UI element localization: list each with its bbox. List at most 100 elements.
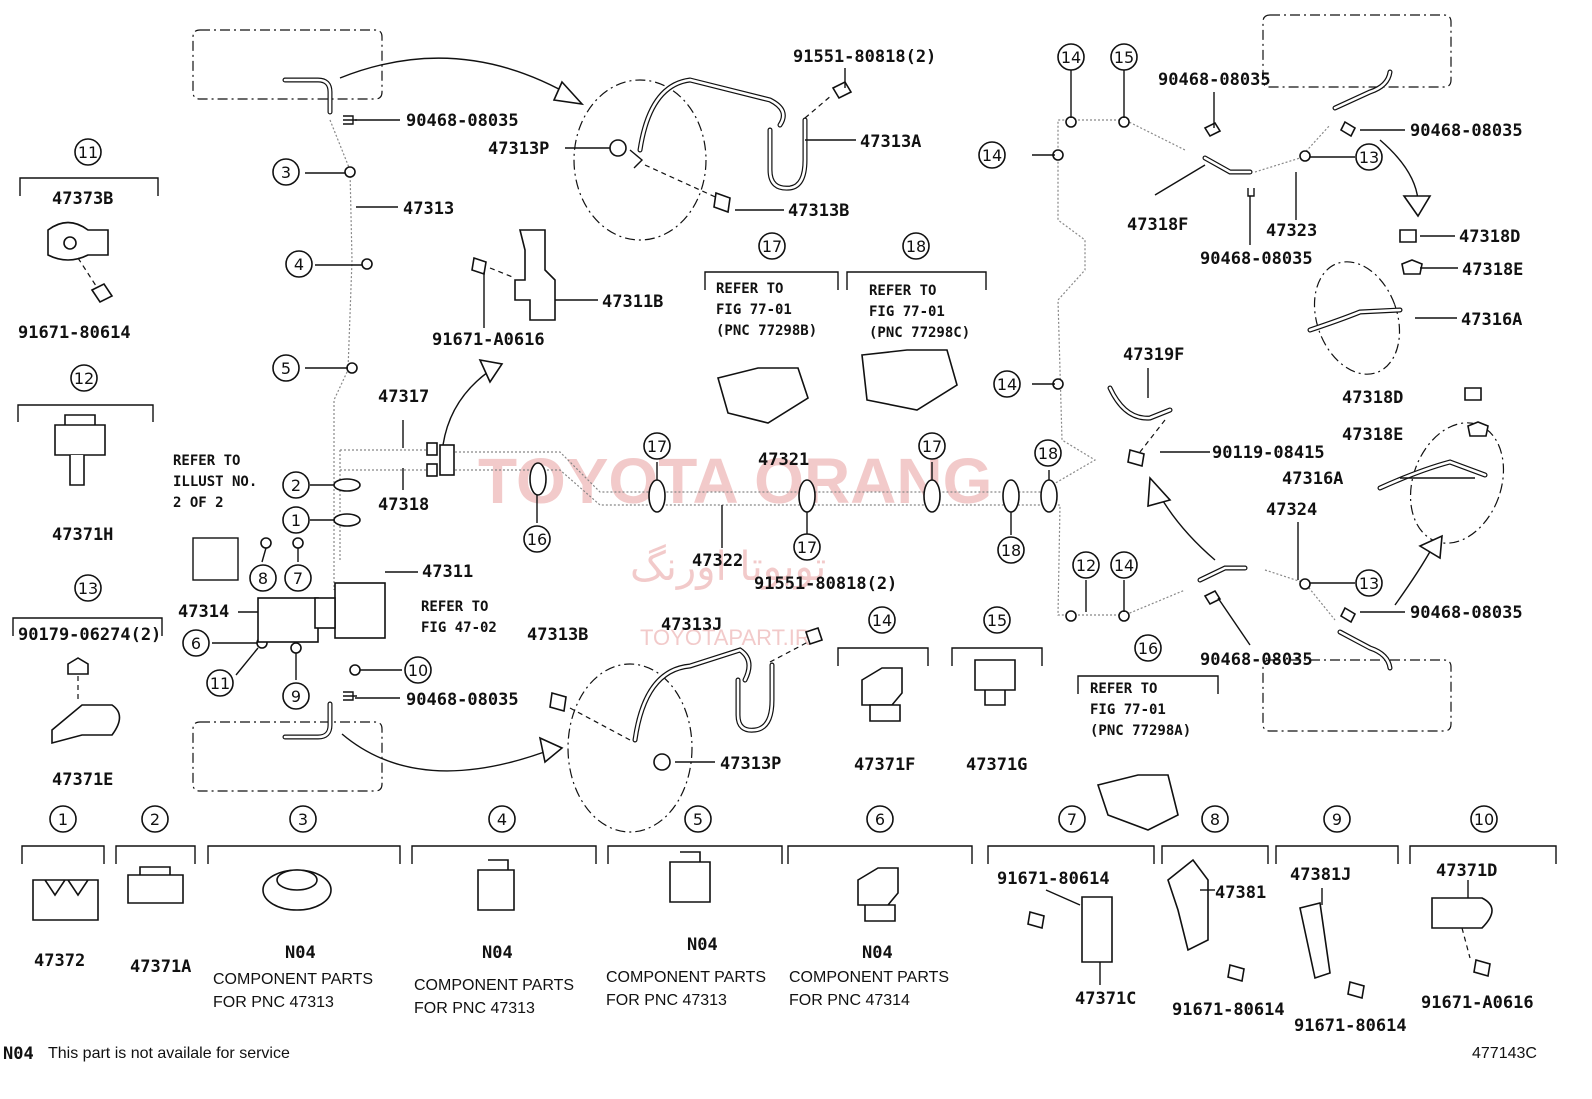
callout-13-bottom-right: 13 bbox=[1355, 569, 1383, 597]
label-91671-80614-9: 91671-80614 bbox=[1294, 1016, 1407, 1036]
label-47314: 47314 bbox=[178, 602, 229, 622]
label-47371D: 47371D bbox=[1436, 861, 1497, 881]
label-47318F: 47318F bbox=[1127, 215, 1188, 235]
label-47318D-lower: 47318D bbox=[1342, 388, 1403, 408]
note-refer-77298C: REFER TO bbox=[869, 283, 936, 299]
footer-code: N04 bbox=[3, 1044, 34, 1064]
label-N04-4: N04 bbox=[482, 943, 513, 963]
label-47313A: 47313A bbox=[860, 132, 921, 152]
svg-text:15: 15 bbox=[987, 611, 1007, 630]
clip-node bbox=[346, 362, 358, 374]
callout-15-header: 15 bbox=[983, 606, 1011, 634]
bolt-91551-lower bbox=[804, 626, 824, 646]
banjo-fitting bbox=[629, 149, 644, 169]
clip-90468-r2 bbox=[1247, 188, 1255, 197]
arrow-top bbox=[339, 57, 576, 99]
callout-9: 9 bbox=[282, 682, 310, 710]
label-47373B: 47373B bbox=[52, 189, 113, 209]
note-refer-77298A: REFER TO bbox=[1090, 681, 1157, 697]
block-47314 bbox=[257, 597, 319, 643]
callout-4-bottom: 4 bbox=[488, 805, 516, 833]
label-91671-A0616-10: 91671-A0616 bbox=[1421, 993, 1534, 1013]
label-47371F: 47371F bbox=[854, 755, 915, 775]
clip-node bbox=[349, 664, 361, 676]
label-90179-06274: 90179-06274(2) bbox=[18, 625, 161, 645]
caption-6-line2: FOR PNC 47314 bbox=[789, 992, 910, 1009]
callout-12-bottom: 12 bbox=[1072, 551, 1100, 579]
line-47322 bbox=[455, 469, 1070, 616]
detail-frame-bottom-right bbox=[1262, 659, 1452, 732]
label-N04-3: N04 bbox=[285, 943, 316, 963]
caption-3-line2: FOR PNC 47313 bbox=[213, 994, 334, 1011]
note-pnc-77298C: (PNC 77298C) bbox=[869, 325, 970, 341]
group-brackets bbox=[12, 177, 1557, 864]
clip-47371A bbox=[127, 866, 184, 904]
note-pnc-77298B: (PNC 77298B) bbox=[716, 323, 817, 339]
callout-8-bottom: 8 bbox=[1201, 805, 1229, 833]
clips-90468 bbox=[343, 115, 1357, 701]
note-fig-77-01-A: FIG 77-01 bbox=[1090, 702, 1166, 718]
clip-N04-4 bbox=[477, 859, 515, 911]
arrow-right-top-head bbox=[1402, 195, 1432, 218]
label-91671-80614-8: 91671-80614 bbox=[1172, 1000, 1285, 1020]
bracket-47381J bbox=[1299, 902, 1331, 980]
clamp-47373B bbox=[47, 221, 109, 261]
clip-node bbox=[292, 537, 304, 549]
clip-node bbox=[1299, 578, 1311, 590]
svg-text:4: 4 bbox=[497, 810, 507, 829]
clamp-oval bbox=[333, 513, 361, 527]
clip-node bbox=[290, 642, 302, 654]
callout-4: 4 bbox=[285, 250, 313, 278]
callout-17-c: 17 bbox=[918, 432, 946, 460]
label-91671-A0616-mid: 91671-A0616 bbox=[432, 330, 545, 350]
svg-text:5: 5 bbox=[693, 810, 703, 829]
callout-6: 6 bbox=[182, 629, 210, 657]
callout-2: 2 bbox=[282, 471, 310, 499]
svg-text:3: 3 bbox=[298, 810, 308, 829]
label-90468-08035-r2: 90468-08035 bbox=[1410, 121, 1523, 141]
label-90119-08415: 90119-08415 bbox=[1212, 443, 1325, 463]
pipe-top-left bbox=[282, 77, 333, 115]
callout-7: 7 bbox=[284, 564, 312, 592]
bracket-47311B bbox=[514, 229, 556, 321]
arrow-right-top bbox=[1379, 139, 1419, 201]
clamp-77298A bbox=[1096, 774, 1179, 831]
label-90468-08035-r5: 90468-08035 bbox=[1200, 650, 1313, 670]
svg-text:17: 17 bbox=[922, 437, 942, 456]
label-47318: 47318 bbox=[378, 495, 429, 515]
callout-8: 8 bbox=[249, 564, 277, 592]
clip-47371G bbox=[974, 659, 1016, 706]
label-47317: 47317 bbox=[378, 387, 429, 407]
label-47313P-top: 47313P bbox=[488, 139, 549, 159]
bracket-47381 bbox=[1167, 858, 1209, 952]
svg-text:11: 11 bbox=[210, 674, 230, 693]
note-fig-47-02: FIG 47-02 bbox=[421, 620, 497, 636]
nut-47318E-upper bbox=[1401, 259, 1423, 275]
callout-13-top-right: 13 bbox=[1355, 143, 1383, 171]
clip-90468-r3 bbox=[1339, 120, 1357, 138]
label-90468-08035-top: 90468-08035 bbox=[406, 111, 519, 131]
clip-90468-r5 bbox=[1339, 606, 1357, 624]
line-47317-47318 bbox=[339, 449, 430, 560]
callout-11-mid: 11 bbox=[206, 669, 234, 697]
svg-text:4: 4 bbox=[294, 255, 304, 274]
clip-node bbox=[1118, 116, 1130, 128]
callout-3: 3 bbox=[272, 158, 300, 186]
note-illust-line1: ILLUST NO. bbox=[173, 474, 257, 490]
label-47319F: 47319F bbox=[1123, 345, 1184, 365]
svg-text:18: 18 bbox=[1038, 444, 1058, 463]
footer: N04 This part is not availale for servic… bbox=[3, 1044, 1537, 1064]
bolt-91671-7 bbox=[1027, 910, 1045, 930]
arrow-right-mid-head bbox=[1147, 476, 1172, 508]
caption-6-line1: COMPONENT PARTS bbox=[789, 969, 949, 986]
clamp-oval bbox=[333, 478, 361, 492]
caption-3-line1: COMPONENT PARTS bbox=[213, 971, 373, 988]
svg-text:9: 9 bbox=[291, 687, 301, 706]
label-47316A-lower: 47316A bbox=[1282, 469, 1343, 489]
clip-90468-r1 bbox=[1203, 121, 1222, 138]
callout-18-b: 18 bbox=[1034, 439, 1062, 467]
svg-text:13: 13 bbox=[1359, 574, 1379, 593]
callout-1-bottom: 1 bbox=[49, 805, 77, 833]
clip-node bbox=[1065, 116, 1077, 128]
arrows bbox=[339, 57, 1443, 772]
